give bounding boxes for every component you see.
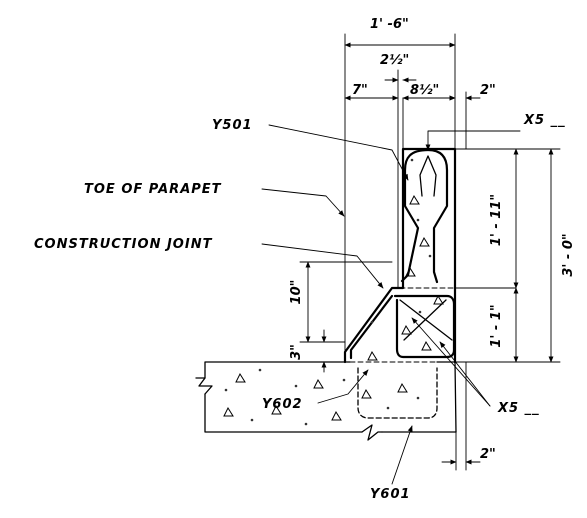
leader-x5-bottom-a bbox=[439, 341, 491, 407]
leader-x5-bottom-b bbox=[411, 317, 491, 407]
label-y501: Y501 bbox=[212, 118, 253, 133]
slab-break-line bbox=[195, 377, 213, 395]
bottom-break-line bbox=[361, 424, 383, 441]
label-x5-top: X5 __ bbox=[523, 113, 566, 128]
dimension-lines bbox=[299, 33, 561, 471]
deck-slab-outline bbox=[204, 361, 457, 433]
bar-toe-sloped bbox=[349, 294, 394, 360]
bar-diagonal-1 bbox=[399, 299, 453, 341]
dim-overall-width: 1' -6" bbox=[370, 17, 409, 32]
bar-y501 bbox=[400, 148, 449, 284]
dim-lower-height: 1' - 1" bbox=[489, 304, 504, 347]
dim-upper-height: 1' - 11" bbox=[489, 194, 504, 246]
dim-upper-thickness: 8½" bbox=[410, 83, 439, 98]
aggregate-texture bbox=[223, 158, 444, 426]
leader-toe-of-parapet bbox=[261, 188, 345, 217]
leader-y501 bbox=[268, 124, 409, 181]
bar-y501-inner bbox=[419, 155, 437, 197]
label-x5-bottom: X5 __ bbox=[497, 401, 540, 416]
callout-labels: Y501 X5 __ TOE OF PARAPET CONSTRUCTION J… bbox=[34, 113, 566, 502]
leader-x5-top bbox=[425, 130, 521, 151]
slab-right-face bbox=[454, 361, 457, 433]
concrete-outline bbox=[195, 147, 457, 441]
dim-total-height: 3' - 0" bbox=[561, 233, 576, 276]
leader-y602 bbox=[317, 369, 369, 404]
label-toe-of-parapet: TOE OF PARAPET bbox=[84, 182, 222, 197]
bar-y602 bbox=[357, 367, 438, 419]
dim-right-offset-bottom: 2" bbox=[480, 447, 496, 462]
label-construction-joint: CONSTRUCTION JOINT bbox=[34, 237, 213, 252]
dim-toe-height: 3" bbox=[289, 344, 304, 360]
parapet-body-outline bbox=[343, 147, 457, 364]
label-y602: Y602 bbox=[262, 397, 303, 412]
dimension-labels: 1' -6" 2½" 7" 8½" 2" 1' - 11" 1' - 1" 3'… bbox=[289, 17, 576, 462]
leader-lines bbox=[261, 124, 521, 485]
label-y601: Y601 bbox=[370, 487, 411, 502]
bar-x5-lower-stirrup bbox=[393, 294, 456, 359]
reinforcement bbox=[349, 148, 456, 419]
dim-center-offset: 2½" bbox=[380, 53, 409, 68]
dim-left-offset: 7" bbox=[352, 83, 368, 98]
dim-slope-height: 10" bbox=[289, 280, 304, 305]
leader-construction-joint bbox=[261, 243, 384, 289]
dim-right-offset-top: 2" bbox=[480, 83, 496, 98]
leader-y601 bbox=[391, 425, 413, 485]
